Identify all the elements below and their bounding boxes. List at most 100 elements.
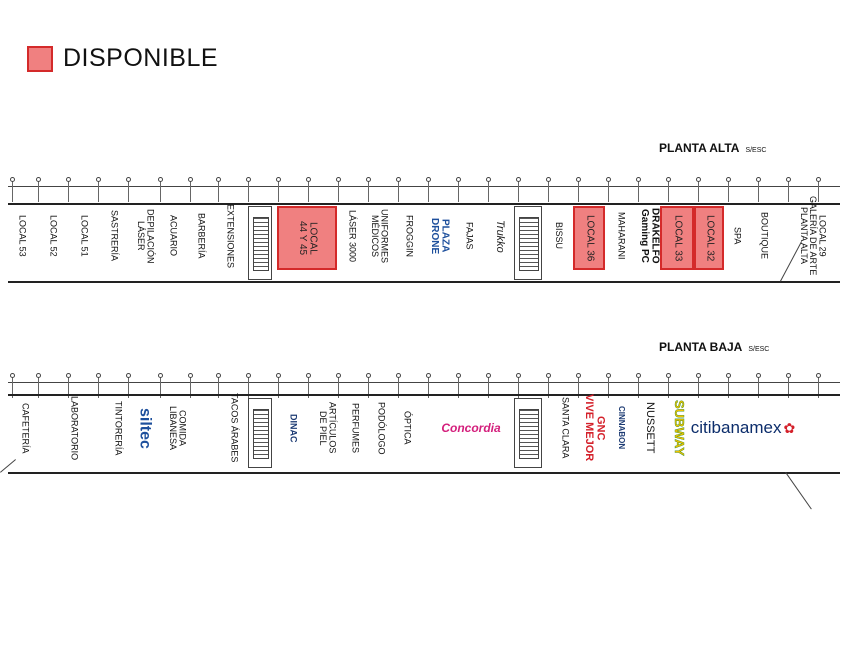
store-optica[interactable]: ÓPTICA: [394, 396, 420, 460]
stair-steps: [253, 409, 269, 459]
store-bissu[interactable]: BISSU: [545, 204, 572, 268]
store-concordia[interactable]: Concordia: [426, 396, 516, 460]
store-label-wrap: ÓPTICA: [394, 396, 420, 460]
store-label: BOUTIQUE: [759, 212, 770, 260]
legend: DISPONIBLE: [27, 44, 218, 73]
store-comida[interactable]: COMIDA LIBANESA: [162, 396, 192, 460]
store-drakelfo[interactable]: DRAKELFO Gaming PC: [638, 204, 661, 268]
column-mark: [398, 180, 399, 202]
store-laser-3000[interactable]: LÁSER 3000: [340, 204, 364, 268]
store-extensiones[interactable]: EXTENSIONES: [216, 204, 244, 268]
column-mark: [608, 376, 609, 398]
store-label-wrap: LOCAL 51: [72, 204, 96, 268]
store-label: LOCAL 32: [704, 214, 716, 262]
store-depilacion[interactable]: DEPILACIÓN LÁSER: [132, 204, 158, 268]
column-mark: [668, 376, 669, 398]
staircase: [248, 206, 272, 280]
column-mark: [128, 376, 129, 398]
column-dot: [486, 177, 491, 182]
store-local-36[interactable]: LOCAL 36: [573, 206, 605, 270]
column-dot: [396, 373, 401, 378]
store-acuario[interactable]: ACUARIO: [160, 204, 186, 268]
column-dot: [426, 177, 431, 182]
store-trukko[interactable]: Trukko: [486, 204, 512, 268]
store-label-wrap: ACUARIO: [160, 204, 186, 268]
column-dot: [546, 177, 551, 182]
store-label-wrap: citibanamex✿: [691, 396, 795, 460]
store-tacos-arabes[interactable]: TACOS ÁRABES: [220, 393, 248, 463]
column-mark: [368, 180, 369, 202]
store-label-wrap: BOUTIQUE: [750, 204, 778, 268]
column-dot: [636, 177, 641, 182]
store-uniformes[interactable]: UNIFORMES MÉDICOS: [366, 204, 392, 268]
store-citibanamex[interactable]: citibanamex✿: [691, 396, 795, 460]
column-dot: [366, 373, 371, 378]
column-dot: [276, 177, 281, 182]
column-dot: [96, 373, 101, 378]
store-label: TACOS ÁRABES: [229, 393, 240, 463]
store-label-wrap: FROGGIN: [394, 204, 424, 268]
column-mark: [12, 376, 13, 398]
store-label-wrap: LOCAL 52: [42, 204, 64, 268]
store-articulos[interactable]: ARTÍCULOS DE PIEL: [314, 396, 340, 460]
store-label-wrap: DINAC: [280, 396, 306, 460]
store-local[interactable]: LOCAL 44 Y 45: [277, 206, 337, 270]
store-local-51[interactable]: LOCAL 51: [72, 204, 96, 268]
store-label-wrap: BARBERÍA: [188, 204, 214, 268]
column-mark: [608, 180, 609, 202]
column-dot: [216, 177, 221, 182]
column-mark: [68, 376, 69, 398]
store-local-53[interactable]: LOCAL 53: [12, 204, 32, 268]
store-label: PERFUMES: [350, 402, 361, 453]
column-dot: [396, 177, 401, 182]
column-dot: [786, 373, 791, 378]
column-mark: [308, 376, 309, 398]
store-label: LOCAL 29 GALERÍA DE ARTE PLANTA ALTA: [798, 196, 828, 276]
column-mark: [128, 180, 129, 202]
store-barberia[interactable]: BARBERÍA: [188, 204, 214, 268]
column-dot: [666, 177, 671, 182]
store-nussett[interactable]: NUSSETT: [636, 396, 662, 460]
store-subway[interactable]: SUBWAY: [664, 396, 694, 460]
store-boutique[interactable]: BOUTIQUE: [750, 204, 778, 268]
store-label-wrap: BISSU: [545, 204, 572, 268]
corridor-wall: [8, 472, 840, 474]
store-gnc[interactable]: GNC VIVE MEJOR: [582, 394, 607, 462]
store-label-wrap: LOCAL 36: [575, 208, 603, 268]
column-mark: [458, 376, 459, 398]
store-spa[interactable]: SPA: [724, 204, 750, 268]
store-label: CINNABON: [617, 406, 627, 450]
store-label: BISSU: [554, 222, 565, 250]
store-local-29[interactable]: LOCAL 29 GALERÍA DE ARTE PLANTA ALTA: [780, 196, 845, 275]
store-perfumes[interactable]: PERFUMES: [344, 396, 366, 460]
citibanamex-flower-icon: ✿: [783, 419, 796, 436]
store-label-wrap: LOCAL 32: [696, 208, 722, 268]
store-fajas[interactable]: FAJAS: [454, 204, 484, 268]
store-label: DINAC: [288, 413, 299, 443]
store-sastreria[interactable]: SASTRERÍA: [102, 204, 126, 268]
store-label-wrap: LOCAL 53: [12, 204, 32, 268]
store-cafeteria[interactable]: CAFETERÍA: [12, 396, 38, 460]
store-label-wrap: LOCAL 29 GALERÍA DE ARTE PLANTA ALTA: [780, 196, 845, 275]
store-cinnabon[interactable]: CINNABON: [608, 396, 634, 460]
store-siltec[interactable]: siltec: [132, 396, 156, 460]
store-froggin[interactable]: FROGGIN: [394, 204, 424, 268]
column-dot: [426, 373, 431, 378]
store-tintoreria[interactable]: TINTORERÍA: [106, 396, 130, 460]
store-plaza[interactable]: PLAZA DRONE: [426, 204, 452, 268]
column-mark: [728, 180, 729, 202]
store-maharani[interactable]: MAHARANI: [606, 204, 636, 268]
store-podologo[interactable]: PODÓLOGO: [370, 396, 392, 460]
column-dot: [606, 373, 611, 378]
store-santa-clara[interactable]: SANTA CLARA: [550, 396, 580, 460]
store-label: CAFETERÍA: [20, 402, 31, 454]
column-dot: [36, 177, 41, 182]
store-label: GNC VIVE MEJOR: [583, 394, 607, 462]
store-laboratorio[interactable]: LABORATORIO: [62, 396, 86, 460]
store-local-52[interactable]: LOCAL 52: [42, 204, 64, 268]
floor-title-lower-text: PLANTA BAJA: [659, 340, 743, 354]
store-dinac[interactable]: DINAC: [280, 396, 306, 460]
axis-line: [8, 382, 840, 383]
store-local-33[interactable]: LOCAL 33: [660, 206, 694, 270]
store-local-32[interactable]: LOCAL 32: [694, 206, 724, 270]
